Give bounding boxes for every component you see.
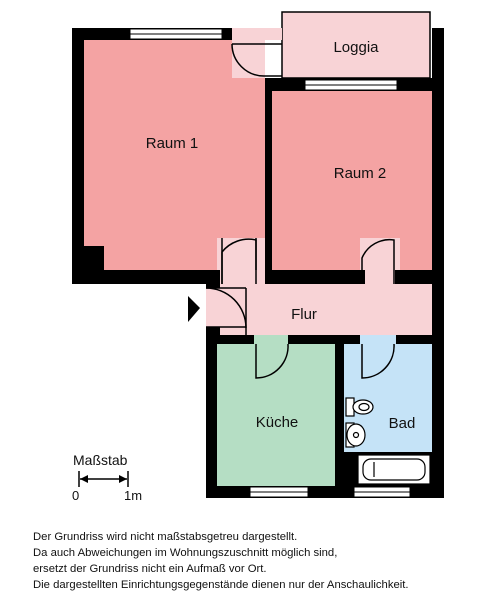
floor-plan: Raum 1 Raum 2 Loggia Flur Küche Bad Maßs… xyxy=(72,11,444,503)
bath-fixtures xyxy=(344,397,432,486)
label-bad: Bad xyxy=(389,415,416,432)
disclaimer-notes: Der Grundriss wird nicht maßstabsgetreu … xyxy=(33,529,493,593)
door-loggia xyxy=(231,28,282,78)
room-raum1-corner xyxy=(84,246,104,270)
note-line: ersetzt der Grundriss nicht ein Aufmaß v… xyxy=(33,563,267,575)
scale-end: 1m xyxy=(124,488,142,503)
bathtub-icon xyxy=(344,452,432,486)
door-raum1 xyxy=(220,238,265,284)
scale-start: 0 xyxy=(72,488,79,503)
scale-title: Maßstab xyxy=(73,452,128,468)
label-loggia: Loggia xyxy=(333,39,379,56)
scale-bar: Maßstab 0 1m xyxy=(72,452,142,503)
room-raum2 xyxy=(272,91,432,270)
toilet-icon xyxy=(345,397,374,417)
room-kueche xyxy=(217,344,335,486)
door-raum2 xyxy=(361,238,395,284)
door-bad xyxy=(360,335,396,379)
sink-icon xyxy=(345,422,366,448)
label-kueche: Küche xyxy=(256,414,299,431)
label-raum2: Raum 2 xyxy=(334,165,387,182)
note-line: Die dargestellten Einrichtungsgegenständ… xyxy=(33,579,409,591)
label-raum1: Raum 1 xyxy=(146,135,199,152)
note-line: Der Grundriss wird nicht maßstabsgetreu … xyxy=(33,531,298,543)
door-entrance xyxy=(188,287,247,335)
entrance-arrow-icon xyxy=(188,296,200,322)
note-line: Da auch Abweichungen im Wohnungszuschnit… xyxy=(33,547,338,559)
door-kueche xyxy=(254,335,289,379)
label-flur: Flur xyxy=(291,306,317,323)
room-raum1 xyxy=(84,40,265,270)
windows xyxy=(129,28,411,498)
